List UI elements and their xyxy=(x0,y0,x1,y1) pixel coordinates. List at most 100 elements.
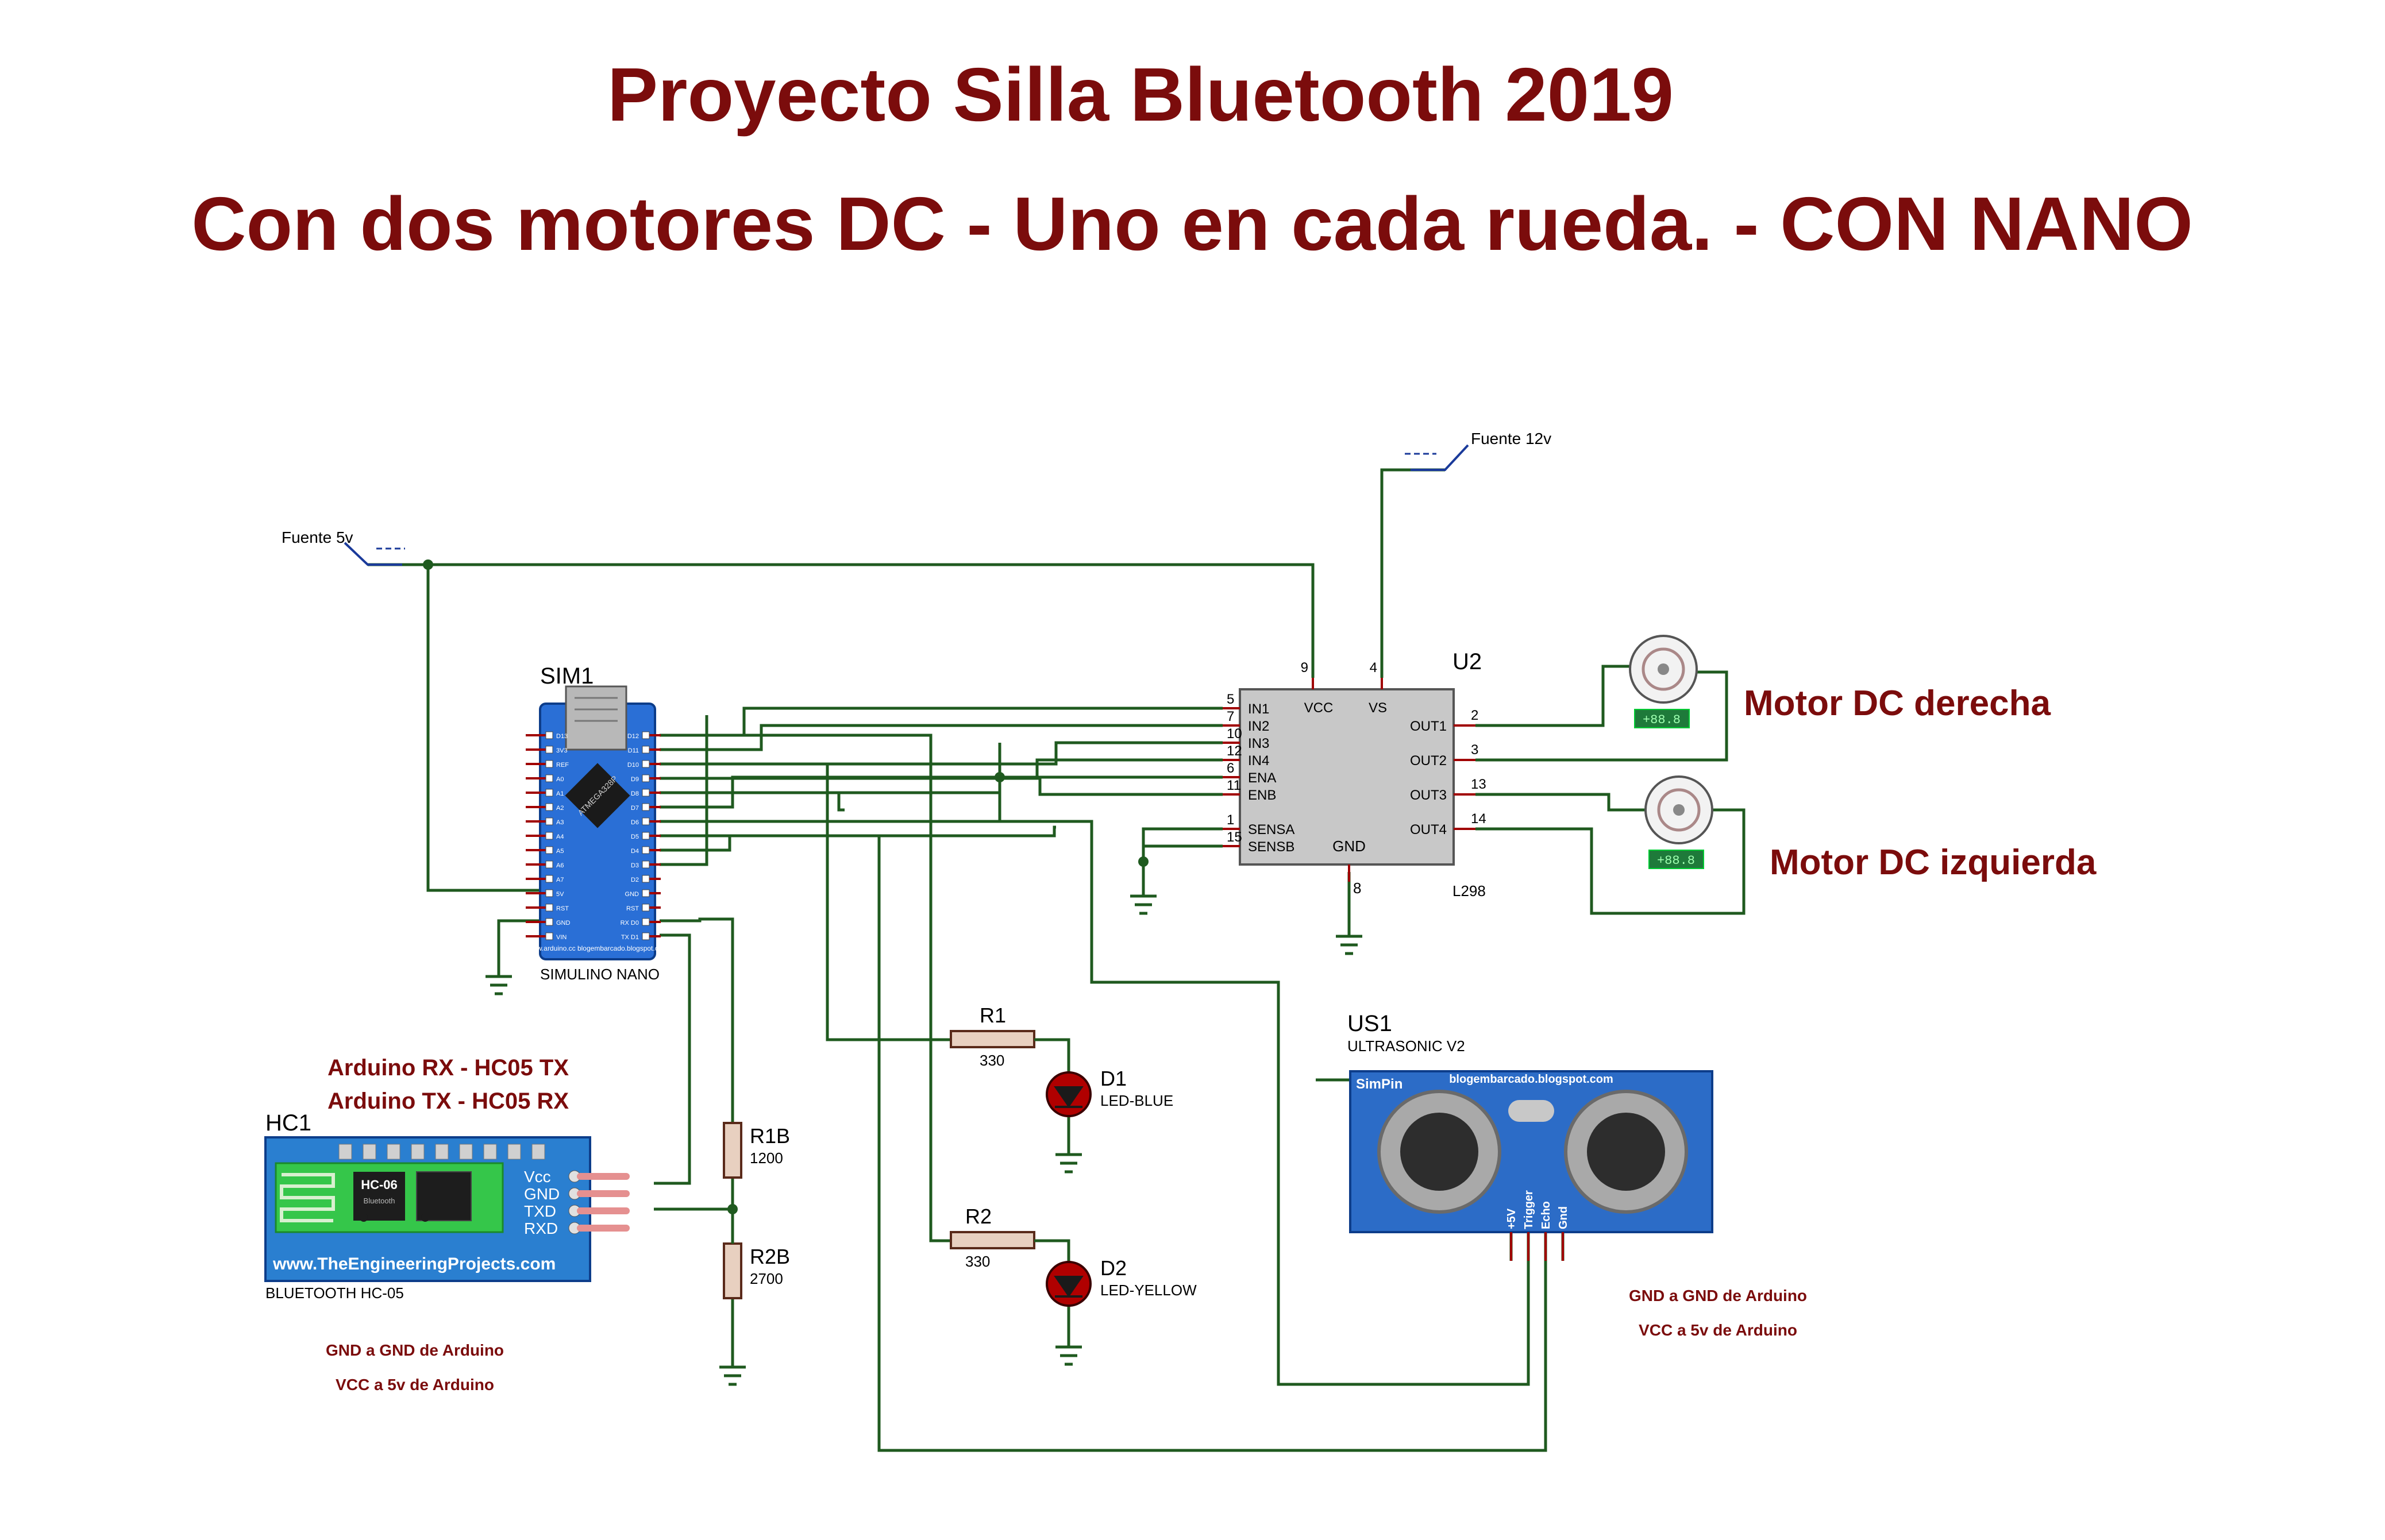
ground-symbol-d1 xyxy=(1055,1153,1082,1174)
bt-dot-icon xyxy=(360,1214,368,1222)
ground-symbol-divider xyxy=(719,1365,746,1386)
nano-left-pin-label: 3V3 xyxy=(556,747,568,754)
driver-gnd-num: 8 xyxy=(1353,879,1361,897)
bt-antenna-icon xyxy=(280,1173,335,1222)
d2-ref: D2 xyxy=(1100,1256,1127,1280)
motor-left-shaft-icon xyxy=(1673,804,1685,816)
resistor-r1b[interactable]: R1B 1200 xyxy=(723,1122,790,1179)
resistor-r1[interactable]: R1 330 xyxy=(950,1003,1035,1069)
arduino-nano[interactable]: SIM1 ATMEGA328P www.arduino.cc blogembar… xyxy=(526,663,668,983)
wire-rx-to-divider xyxy=(660,917,734,1123)
motor-left-display xyxy=(1648,850,1704,869)
nano-left-pin-label: A4 xyxy=(556,833,564,840)
wire-out3 xyxy=(1475,793,1646,812)
ground-symbol-driver xyxy=(1336,935,1362,955)
driver-right-pin-name: OUT3 xyxy=(1410,788,1447,803)
nano-ref: SIM1 xyxy=(540,663,594,689)
r1-value: 330 xyxy=(980,1052,1004,1069)
nano-right-pin-pad xyxy=(642,731,650,739)
wire-in2 xyxy=(660,724,1223,751)
nano-right-pin-label: D9 xyxy=(631,776,639,783)
driver-top-pin-num: 4 xyxy=(1370,660,1377,676)
led-blue[interactable]: D1 LED-BLUE xyxy=(1046,1067,1173,1117)
l298-driver[interactable]: U2 5IN17IN210IN312IN46ENA11ENB1SENSA15SE… xyxy=(1223,649,1486,900)
bt-ref: HC1 xyxy=(265,1110,311,1136)
wires xyxy=(368,468,1746,1452)
bt-chip-2-icon xyxy=(416,1171,472,1221)
bt-note-vcc: VCC a 5v de Arduino xyxy=(336,1376,494,1394)
driver-right-pin-num: 3 xyxy=(1471,742,1478,758)
driver-left-pin-num: 15 xyxy=(1227,829,1242,845)
wire-d9 xyxy=(660,791,845,812)
nano-right-pin-label: D11 xyxy=(628,747,639,754)
bt-header-pin-icon xyxy=(338,1144,352,1160)
motor-left-rotor-icon xyxy=(1657,788,1701,832)
resistor-r2[interactable]: R2 330 xyxy=(950,1205,1035,1270)
wire-12v-rail xyxy=(1380,468,1445,678)
driver-top-pin-name: VCC xyxy=(1304,700,1334,716)
motor-right[interactable]: +88.8 Motor DC derecha xyxy=(1629,635,2051,728)
ground-symbol-sense xyxy=(1130,894,1157,915)
r1b-ref: R1B xyxy=(750,1124,790,1148)
wire-out4 xyxy=(1475,808,1746,915)
bluetooth-hc05[interactable]: Arduino RX - HC05 TX Arduino TX - HC05 R… xyxy=(264,1055,630,1394)
r2b-value: 2700 xyxy=(750,1270,783,1287)
nano-right-pin-label: D4 xyxy=(631,848,639,855)
wire-r1-d1 xyxy=(1034,1038,1070,1074)
nano-left-pin-pad xyxy=(545,731,553,739)
wire-enb xyxy=(660,775,1223,823)
power-5v: Fuente 5v xyxy=(282,528,405,566)
driver-left-pin-num: 11 xyxy=(1227,778,1241,793)
nano-left-pin-label: A3 xyxy=(556,819,564,826)
ultrasonic-sensor[interactable]: US1 ULTRASONIC V2 SimPin blogembarcado.b… xyxy=(1347,1011,1807,1339)
r1-body xyxy=(950,1030,1035,1048)
power-12v: Fuente 12v xyxy=(1405,430,1551,471)
nano-left-pin-pad xyxy=(545,803,553,811)
wire-d3 xyxy=(660,715,708,866)
nano-right-pin-label: GND xyxy=(625,891,639,898)
nano-right-pin-label: RX D0 xyxy=(621,920,639,927)
usb-connector-icon xyxy=(565,685,627,751)
nano-left-pin-pad xyxy=(545,932,553,940)
nano-right-pin-pad xyxy=(642,817,650,825)
nano-right-pin-pad xyxy=(642,904,650,912)
nano-left-pin-pad xyxy=(545,746,553,754)
bt-note-rx: Arduino RX - HC05 TX xyxy=(327,1055,569,1080)
r1b-value: 1200 xyxy=(750,1149,783,1167)
resistor-r2b[interactable]: R2B 2700 xyxy=(723,1242,790,1299)
junction-sense xyxy=(1138,856,1149,867)
nano-left-pin-label: A7 xyxy=(556,877,564,883)
bt-header-pin-icon xyxy=(531,1144,545,1160)
nano-left-pin-pad xyxy=(545,846,553,854)
us-crystal-icon xyxy=(1508,1100,1554,1122)
driver-part: L298 xyxy=(1452,882,1486,900)
bt-name: BLUETOOTH HC-05 xyxy=(265,1284,404,1302)
driver-left-pin-name: ENB xyxy=(1248,788,1276,803)
title-line-1: Proyecto Silla Bluetooth 2019 xyxy=(607,52,1674,137)
wire-echo xyxy=(660,834,1547,1452)
motor-right-rotor-icon xyxy=(1642,647,1685,691)
driver-right-pin-name: OUT4 xyxy=(1410,822,1447,837)
nano-name: SIMULINO NANO xyxy=(540,966,660,983)
motor-left[interactable]: +88.8 Motor DC izquierda xyxy=(1644,775,2097,882)
driver-left-pin-num: 1 xyxy=(1227,812,1234,828)
nano-left-pin-pad xyxy=(545,860,553,869)
wire-led-blue xyxy=(660,762,951,1041)
led-yellow[interactable]: D2 LED-YELLOW xyxy=(1046,1256,1197,1307)
driver-left-pin-name: SENSA xyxy=(1248,822,1294,837)
junction-enb xyxy=(995,772,1005,782)
driver-left-pin-name: IN4 xyxy=(1248,753,1269,769)
wire-5v-to-nano xyxy=(426,565,549,892)
nano-left-pin-label: RST xyxy=(556,905,569,912)
nano-right-pin-label: D8 xyxy=(631,790,639,797)
nano-left-pin-pad xyxy=(545,817,553,825)
us-name: ULTRASONIC V2 xyxy=(1347,1037,1465,1055)
nano-right-pin-label: D5 xyxy=(631,833,639,840)
us-pin-label: Echo xyxy=(1540,1201,1552,1229)
driver-left-pin-num: 7 xyxy=(1227,709,1234,724)
